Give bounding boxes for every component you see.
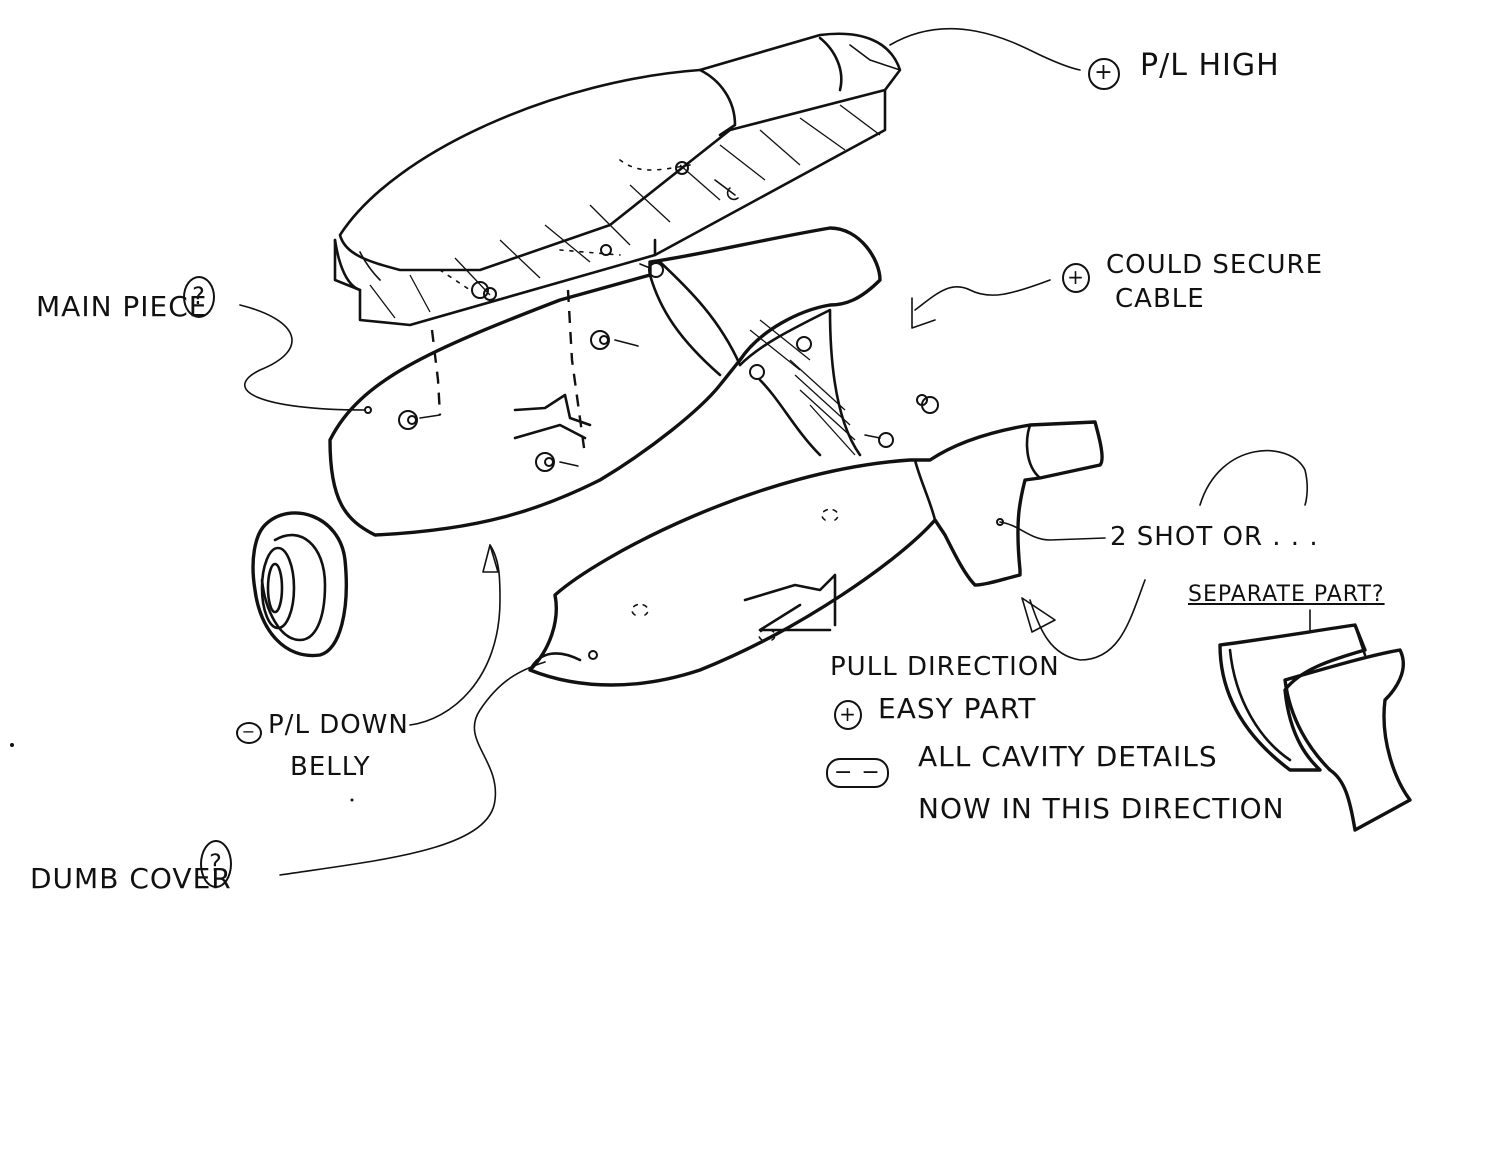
pl-high-label: P/L HIGH (1140, 48, 1280, 83)
easy-part-label: EASY PART (878, 692, 1037, 725)
top-cover-part (333, 32, 902, 327)
pull-direction-label: PULL DIRECTION (830, 652, 1060, 682)
main-piece-label: MAIN PIECE (36, 290, 208, 323)
main-piece-question-mark: ? (183, 276, 215, 318)
separate-part (1218, 623, 1412, 832)
pl-high-sign: + (1088, 58, 1120, 90)
now-in-this-label: NOW IN THIS DIRECTION (918, 792, 1285, 825)
could-secure-sign: + (1062, 263, 1090, 293)
stray-mark (10, 743, 14, 747)
main-piece-part (328, 226, 882, 537)
cavity-signs: − − (826, 758, 889, 788)
all-cavity-label: ALL CAVITY DETAILS (918, 740, 1218, 773)
separate-part-label: SEPARATE PART? (1188, 582, 1385, 607)
dumb-cover-part (251, 511, 348, 658)
belly-label: BELLY (290, 752, 371, 782)
could-secure-label: COULD SECURE (1106, 250, 1324, 280)
dumb-cover-label: DUMB COVER (30, 862, 232, 895)
belly-part (528, 420, 1104, 687)
callout-leaders (239, 27, 1311, 876)
two-shot-label: 2 SHOT OR . . . (1110, 522, 1319, 552)
cable-label: CABLE (1115, 284, 1205, 314)
stray-mark (350, 798, 354, 802)
pl-down-sign: − (236, 722, 262, 744)
easy-part-sign: + (834, 700, 862, 730)
loose-screws (864, 394, 939, 448)
dumb-cover-question-mark: ? (200, 840, 232, 888)
pl-down-label: P/L DOWN (268, 710, 409, 740)
